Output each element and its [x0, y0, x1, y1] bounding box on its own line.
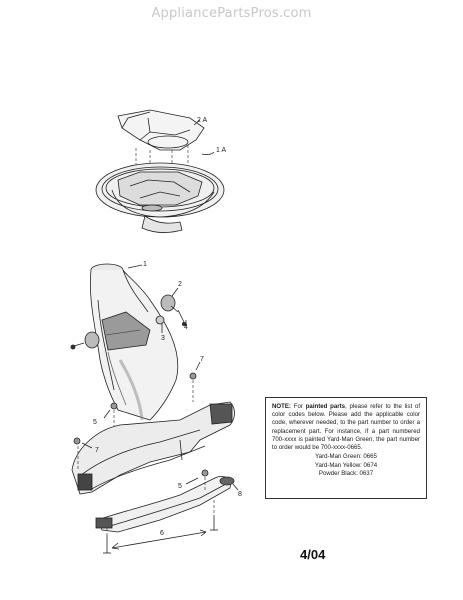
crank-handle-left: [70, 331, 100, 350]
color-code-yellow: Yard-Man Yellow: 0674: [314, 461, 378, 469]
callout-5-upper: 5: [93, 419, 97, 426]
callout-4: 4: [184, 324, 188, 331]
color-code-list: Yard-Man Green: 0665 Yard-Man Yellow: 06…: [272, 453, 420, 478]
chute-base-ring-1a: [95, 162, 225, 233]
screw-5-upper: [110, 402, 118, 410]
deflector-knob-2: [160, 294, 179, 313]
nut-7-left: [73, 437, 81, 445]
carriage-bolts-6: [103, 515, 218, 554]
color-code-black: Powder Black: 0637: [318, 469, 374, 477]
bolt-4: [177, 309, 186, 326]
discharge-chute-1: [90, 263, 179, 421]
callout-7-left: 7: [95, 447, 99, 454]
watermark: AppliancePartsPros.com: [151, 6, 312, 21]
chute-knob-3: [155, 315, 165, 325]
callout-1: 1: [143, 261, 147, 268]
callout-5-lower: 5: [178, 483, 182, 490]
note-painted-parts: painted parts: [305, 403, 346, 410]
callout-1a: 1 A: [216, 147, 226, 154]
callout-7-right: 7: [200, 356, 204, 363]
screw-5-lower: [201, 469, 209, 477]
nut-7-right: [189, 372, 197, 380]
chute-housing-frame: [71, 401, 235, 495]
chute-deflector-2a: [117, 109, 205, 151]
callout-2a: 2 A: [197, 117, 207, 124]
revision-date: 4/04: [300, 547, 326, 562]
callout-3: 3: [161, 335, 165, 342]
note-intro: For: [293, 403, 303, 410]
callout-2: 2: [178, 281, 182, 288]
reinforcement-bar-8: [95, 476, 235, 533]
callout-8: 8: [238, 491, 242, 498]
note-label: NOTE:: [272, 403, 291, 410]
color-code-green: Yard-Man Green: 0665: [315, 453, 377, 461]
note-body: , please refer to the list of color code…: [272, 403, 421, 452]
callout-6: 6: [160, 530, 164, 537]
painted-parts-note: NOTE: For painted parts, please refer to…: [265, 397, 427, 499]
